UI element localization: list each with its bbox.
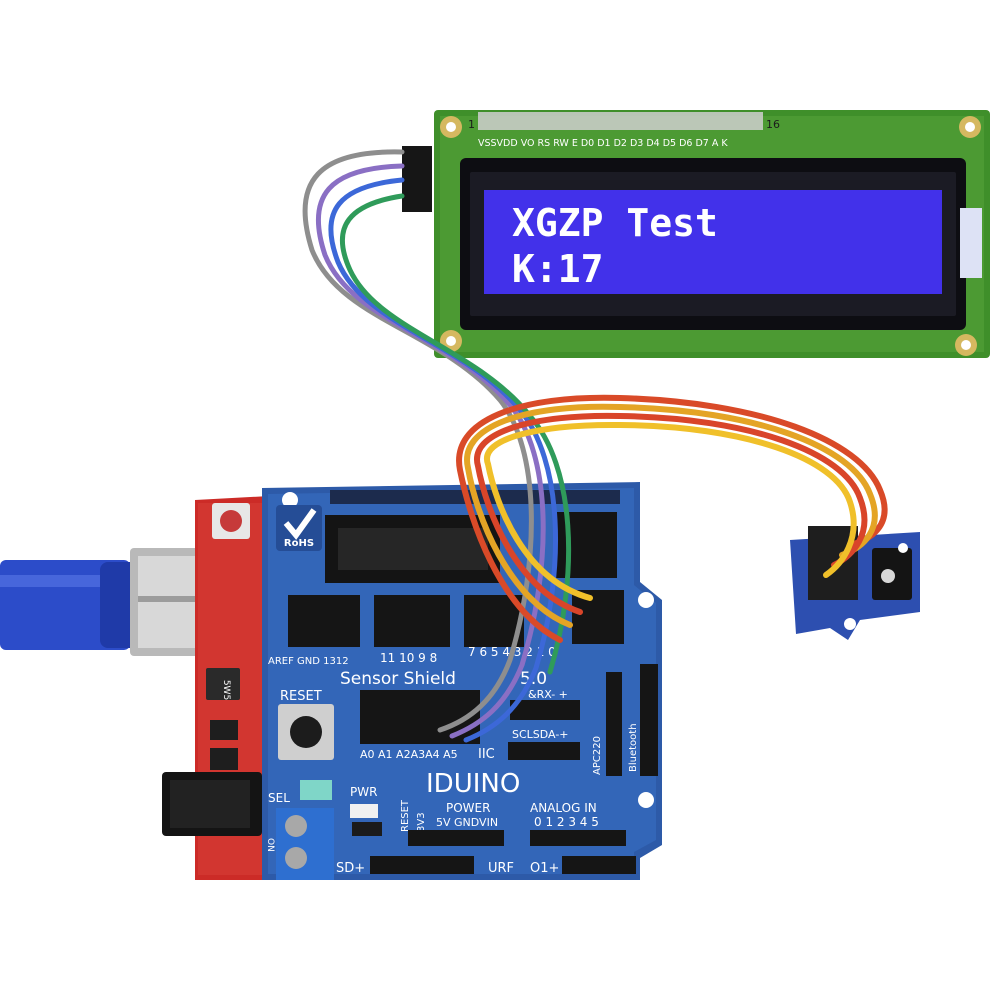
scl-sda-label: SCLSDA-+ (512, 728, 569, 741)
o1-label: O1+ (530, 861, 559, 876)
sd-label: SD+ (336, 861, 365, 876)
analog-pins-label: 0 1 2 3 4 5 (534, 815, 599, 829)
rx-tx-label: &RX- + (528, 688, 568, 701)
power-label: POWER (446, 801, 490, 815)
analog-row-label: A0 A1 A2A3A4 A5 (360, 748, 458, 761)
lcd-module: 1 16 VSSVDD VO RS RW E D0 D1 D2 D3 D4 D5… (402, 110, 990, 358)
arduino-5ws-label: 5W5 (221, 680, 231, 700)
lcd-pin-first: 1 (468, 118, 475, 131)
digital-mid-label: 11 10 9 8 (380, 651, 437, 665)
rohs-label: RoHS (284, 538, 314, 549)
lcd-pin-last: 16 (766, 118, 780, 131)
digital-left-label: AREF GND 1312 (268, 656, 349, 667)
lcd-line-1: XGZP Test (512, 201, 718, 245)
lcd-pin-labels: VSSVDD VO RS RW E D0 D1 D2 D3 D4 D5 D6 D… (478, 138, 728, 149)
reset-v-label: RESET (400, 799, 411, 832)
lcd-line-2: K:17 (512, 247, 604, 291)
v33-label: 3V3 (416, 812, 427, 832)
sel-jumper[interactable] (300, 780, 332, 800)
power-pins-label: 5V GNDVIN (436, 816, 498, 829)
iic-label: IIC (478, 747, 495, 762)
reset-label: RESET (280, 689, 322, 704)
sel-label: SEL (268, 791, 290, 805)
arduino-board: 5W5 (162, 496, 270, 880)
sensor-shield: RoHS AREF GND 1312 11 10 9 8 7 6 5 4 3 2… (262, 482, 662, 880)
apc220-label: APC220 (592, 736, 603, 775)
pwr-label: PWR (350, 785, 377, 799)
bluetooth-label: Bluetooth (628, 723, 639, 772)
screw-terminal (276, 808, 334, 880)
lcd-screen (484, 190, 942, 294)
reset-button-cap (290, 716, 322, 748)
analog-in-label: ANALOG IN (530, 801, 597, 815)
mounting-hole (282, 492, 298, 508)
sensor-ribbon-wires (456, 394, 888, 643)
urf-label: URF (488, 861, 514, 876)
on-label: ON (265, 838, 275, 852)
shield-title: Sensor Shield (340, 669, 456, 689)
mounting-hole (638, 792, 654, 808)
mounting-hole (638, 592, 654, 608)
brand-label: IDUINO (426, 769, 520, 799)
